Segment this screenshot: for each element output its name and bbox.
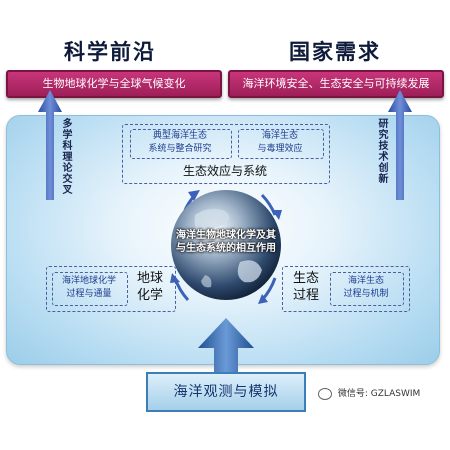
left-section-title: 地球 化学 <box>128 270 172 304</box>
top-item-right-line-1: 海洋生态 <box>261 131 298 141</box>
top-item-left-text: 典型海洋生态 系统与整合研究 <box>130 130 230 156</box>
heading-national-need: 国家需求 <box>289 40 381 64</box>
globe-caption: 海洋生物地球化学及其 与生态系统的相互作用 <box>168 229 284 255</box>
left-item-box <box>52 272 128 306</box>
left-dashed-box <box>46 266 176 312</box>
right-section-title: 生态 过程 <box>284 270 328 304</box>
left-item-line-2: 过程与通量 <box>66 289 112 299</box>
label-interdisciplinary-theory: 多学科理论交叉 <box>60 118 71 195</box>
right-title-line-1: 生态 <box>292 271 319 286</box>
right-title-line-2: 过程 <box>292 288 319 303</box>
top-item-right-box <box>238 129 324 159</box>
heading-science-frontier: 科学前沿 <box>64 40 156 64</box>
left-item-text: 海洋地球化学 过程与通量 <box>52 275 126 301</box>
top-item-left-line-2: 系统与整合研究 <box>148 144 212 154</box>
top-item-left-box <box>130 129 232 159</box>
globe-caption-line-2: 与生态系统的相互作用 <box>176 243 276 254</box>
left-up-arrow <box>38 90 62 200</box>
label-research-innovation: 研究技术创新 <box>376 118 387 184</box>
top-section-title: 生态效应与系统 <box>182 164 267 178</box>
right-dashed-box <box>282 266 410 312</box>
bottom-up-arrow <box>198 318 254 372</box>
top-item-right-text: 海洋生态 与毒理效应 <box>238 130 322 156</box>
right-item-box <box>330 272 404 306</box>
top-dashed-box <box>122 124 330 184</box>
right-item-text: 海洋生态 过程与机制 <box>330 275 402 301</box>
top-item-right-line-2: 与毒理效应 <box>257 144 303 154</box>
top-bar-left: 生物地球化学与全球气候变化 <box>6 70 222 98</box>
right-item-line-2: 过程与机制 <box>343 289 389 299</box>
left-title-line-2: 化学 <box>136 288 163 303</box>
right-item-line-1: 海洋生态 <box>347 276 384 286</box>
top-bar-right: 海洋环境安全、生态安全与可持续发展 <box>228 70 444 98</box>
bottom-box-observation: 海洋观测与模拟 <box>146 372 306 412</box>
wechat-icon <box>318 387 332 400</box>
globe-caption-line-1: 海洋生物地球化学及其 <box>176 230 276 241</box>
left-title-line-1: 地球 <box>136 271 163 286</box>
globe-icon <box>171 190 281 300</box>
left-item-line-1: 海洋地球化学 <box>61 276 116 286</box>
right-up-arrow <box>388 90 412 200</box>
wechat-id: 微信号: GZLASWIM <box>337 389 421 399</box>
wechat-watermark: 微信号: GZLASWIM <box>318 386 420 400</box>
top-item-left-line-1: 典型海洋生态 <box>152 131 207 141</box>
